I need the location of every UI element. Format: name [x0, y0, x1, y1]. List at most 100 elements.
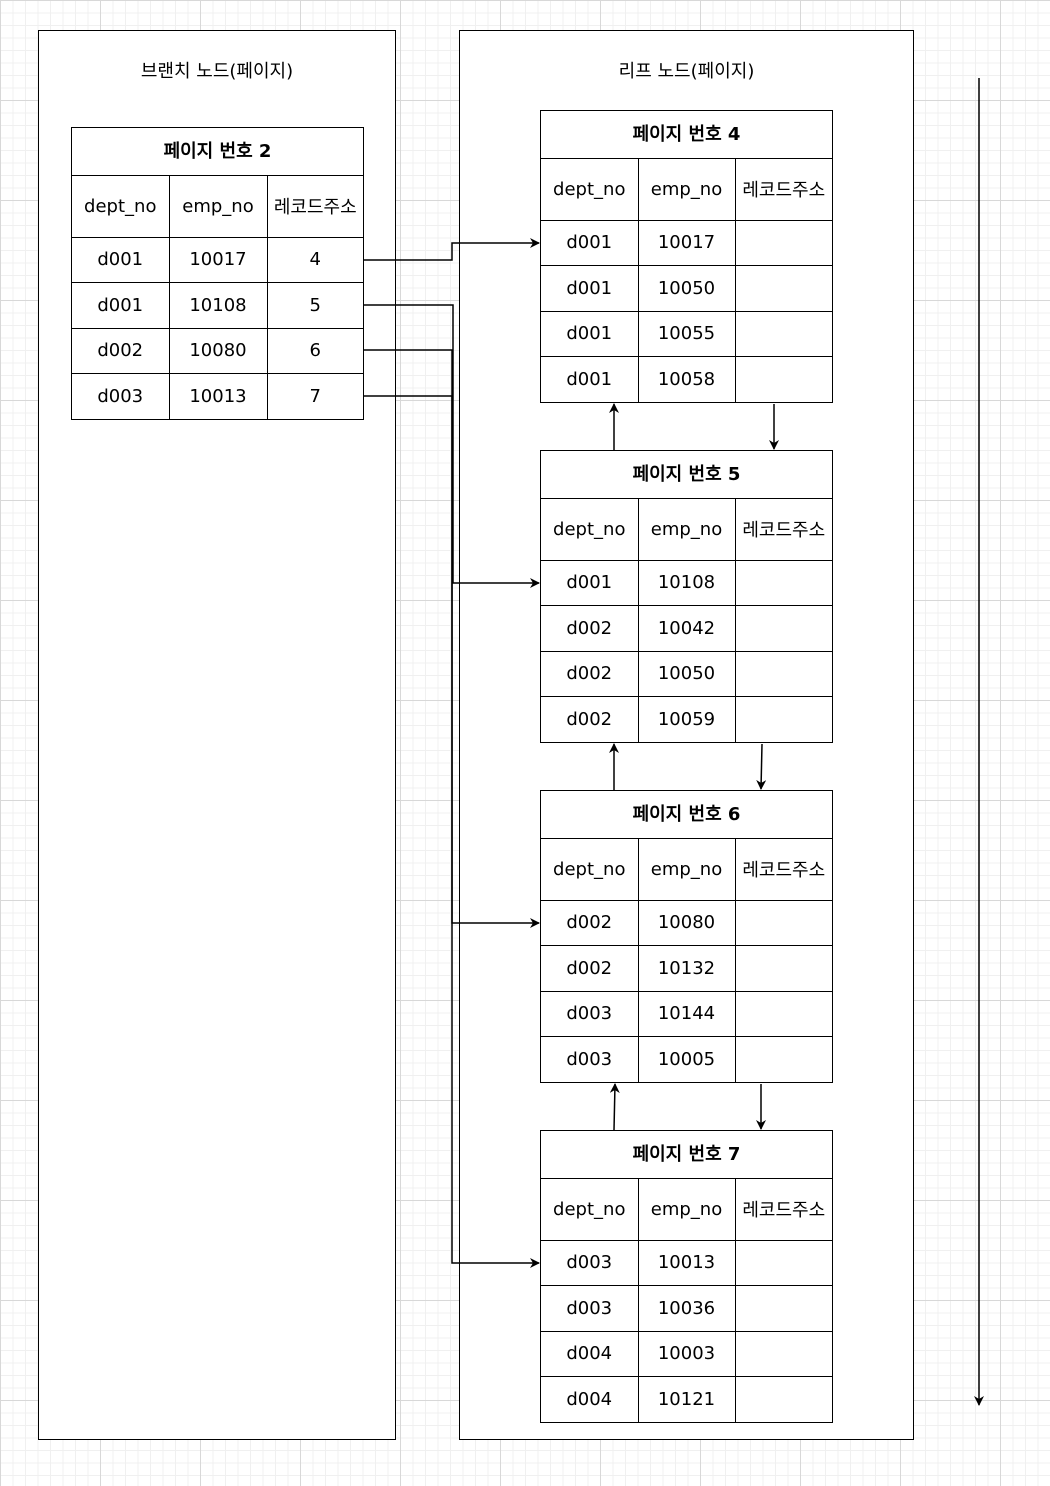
cell-emp-no: 10013	[638, 1240, 736, 1286]
table-row: d003 10013	[541, 1240, 832, 1286]
column-header: 레코드주소	[267, 176, 363, 238]
column-header: dept_no	[72, 176, 170, 238]
cell-dept-no: d004	[541, 1376, 639, 1422]
cell-record-address	[735, 357, 832, 403]
cell-emp-no: 10050	[638, 651, 736, 697]
column-header-row: dept_no emp_no 레코드주소	[541, 1179, 832, 1241]
leaf-page-4: 페이지 번호 4 dept_no emp_no 레코드주소 d001 10017…	[540, 110, 833, 403]
table-row: d002 10080 6	[72, 328, 363, 374]
column-header: dept_no	[541, 1179, 639, 1241]
table-row: d001 10108	[541, 560, 832, 606]
page-header: 페이지 번호 7	[541, 1131, 832, 1179]
page-table: dept_no emp_no 레코드주소 d002 10080 d002 101…	[541, 839, 832, 1082]
page-table: dept_no emp_no 레코드주소 d001 10108 d002 100…	[541, 499, 832, 742]
column-header: emp_no	[169, 176, 268, 238]
cell-dept-no: d002	[541, 651, 639, 697]
table-row: d001 10017 4	[72, 237, 363, 283]
page-header: 페이지 번호 5	[541, 451, 832, 499]
cell-emp-no: 10132	[638, 945, 736, 992]
column-header: 레코드주소	[735, 499, 832, 561]
cell-emp-no: 10144	[638, 991, 736, 1037]
page-header: 페이지 번호 6	[541, 791, 832, 839]
cell-emp-no: 10036	[638, 1285, 736, 1332]
cell-record-address	[735, 605, 832, 652]
table-row: d003 10005	[541, 1036, 832, 1083]
column-header: 레코드주소	[735, 839, 832, 901]
cell-emp-no: 10108	[638, 560, 736, 606]
cell-dept-no: d003	[541, 1036, 639, 1082]
page-header: 페이지 번호 4	[541, 111, 832, 159]
cell-dept-no: d001	[541, 560, 639, 606]
column-header-row: dept_no emp_no 레코드주소	[541, 839, 832, 901]
cell-emp-no: 10108	[169, 282, 268, 329]
cell-dept-no: d002	[541, 696, 639, 742]
table-row: d002 10042	[541, 605, 832, 652]
page-header: 페이지 번호 2	[72, 128, 363, 176]
cell-record-address: 4	[267, 237, 363, 283]
cell-record-address	[735, 1037, 832, 1083]
cell-record-address	[735, 560, 832, 606]
cell-dept-no: d002	[72, 328, 170, 374]
cell-emp-no: 10005	[638, 1036, 736, 1082]
table-row: d001 10050	[541, 265, 832, 312]
leaf-node-title: 리프 노드(페이지)	[618, 61, 755, 82]
column-header: 레코드주소	[735, 159, 832, 221]
table-row: d004 10003	[541, 1331, 832, 1377]
column-header-row: dept_no emp_no 레코드주소	[72, 176, 363, 238]
cell-dept-no: d001	[541, 220, 639, 266]
cell-dept-no: d003	[541, 1285, 639, 1332]
cell-record-address	[735, 1331, 832, 1377]
table-row: d002 10080	[541, 900, 832, 946]
cell-emp-no: 10013	[169, 373, 268, 419]
cell-record-address	[735, 311, 832, 357]
table-row: d001 10108 5	[72, 282, 363, 329]
table-row: d001 10055	[541, 311, 832, 357]
table-row: d002 10132	[541, 945, 832, 992]
cell-dept-no: d004	[541, 1331, 639, 1377]
page-table: dept_no emp_no 레코드주소 d001 10017 d001 100…	[541, 159, 832, 402]
cell-record-address	[735, 651, 832, 697]
page-table: dept_no emp_no 레코드주소 d003 10013 d003 100…	[541, 1179, 832, 1422]
column-header: dept_no	[541, 499, 639, 561]
cell-dept-no: d003	[541, 991, 639, 1037]
cell-record-address	[735, 1377, 832, 1423]
cell-dept-no: d001	[72, 282, 170, 329]
cell-emp-no: 10042	[638, 605, 736, 652]
cell-dept-no: d002	[541, 945, 639, 992]
column-header: dept_no	[541, 159, 639, 221]
cell-emp-no: 10059	[638, 696, 736, 742]
leaf-page-5: 페이지 번호 5 dept_no emp_no 레코드주소 d001 10108…	[540, 450, 833, 743]
cell-dept-no: d001	[72, 237, 170, 283]
cell-record-address	[735, 991, 832, 1037]
cell-record-address	[735, 1240, 832, 1286]
column-header: emp_no	[638, 1179, 736, 1241]
cell-dept-no: d001	[541, 311, 639, 357]
table-row: d004 10121	[541, 1376, 832, 1423]
cell-emp-no: 10003	[638, 1331, 736, 1377]
branch-page-2: 페이지 번호 2 dept_no emp_no 레코드주소 d001 10017…	[71, 127, 364, 420]
table-row: d002 10059	[541, 696, 832, 743]
cell-dept-no: d001	[541, 265, 639, 312]
cell-record-address: 6	[267, 328, 363, 374]
cell-record-address: 5	[267, 282, 363, 329]
column-header: emp_no	[638, 499, 736, 561]
cell-record-address	[735, 900, 832, 946]
cell-emp-no: 10055	[638, 311, 736, 357]
table-row: d001 10017	[541, 220, 832, 266]
cell-record-address	[735, 697, 832, 743]
column-header: emp_no	[638, 839, 736, 901]
table-row: d003 10144	[541, 991, 832, 1037]
page-table: dept_no emp_no 레코드주소 d001 10017 4 d001 1…	[72, 176, 363, 419]
column-header: dept_no	[541, 839, 639, 901]
column-header-row: dept_no emp_no 레코드주소	[541, 159, 832, 221]
cell-dept-no: d002	[541, 900, 639, 946]
leaf-page-7: 페이지 번호 7 dept_no emp_no 레코드주소 d003 10013…	[540, 1130, 833, 1423]
cell-emp-no: 10050	[638, 265, 736, 312]
cell-emp-no: 10017	[638, 220, 736, 266]
cell-record-address	[735, 265, 832, 312]
cell-record-address	[735, 1285, 832, 1332]
branch-node-title: 브랜치 노드(페이지)	[140, 61, 294, 82]
column-header: emp_no	[638, 159, 736, 221]
table-row: d003 10036	[541, 1285, 832, 1332]
cell-record-address	[735, 945, 832, 992]
